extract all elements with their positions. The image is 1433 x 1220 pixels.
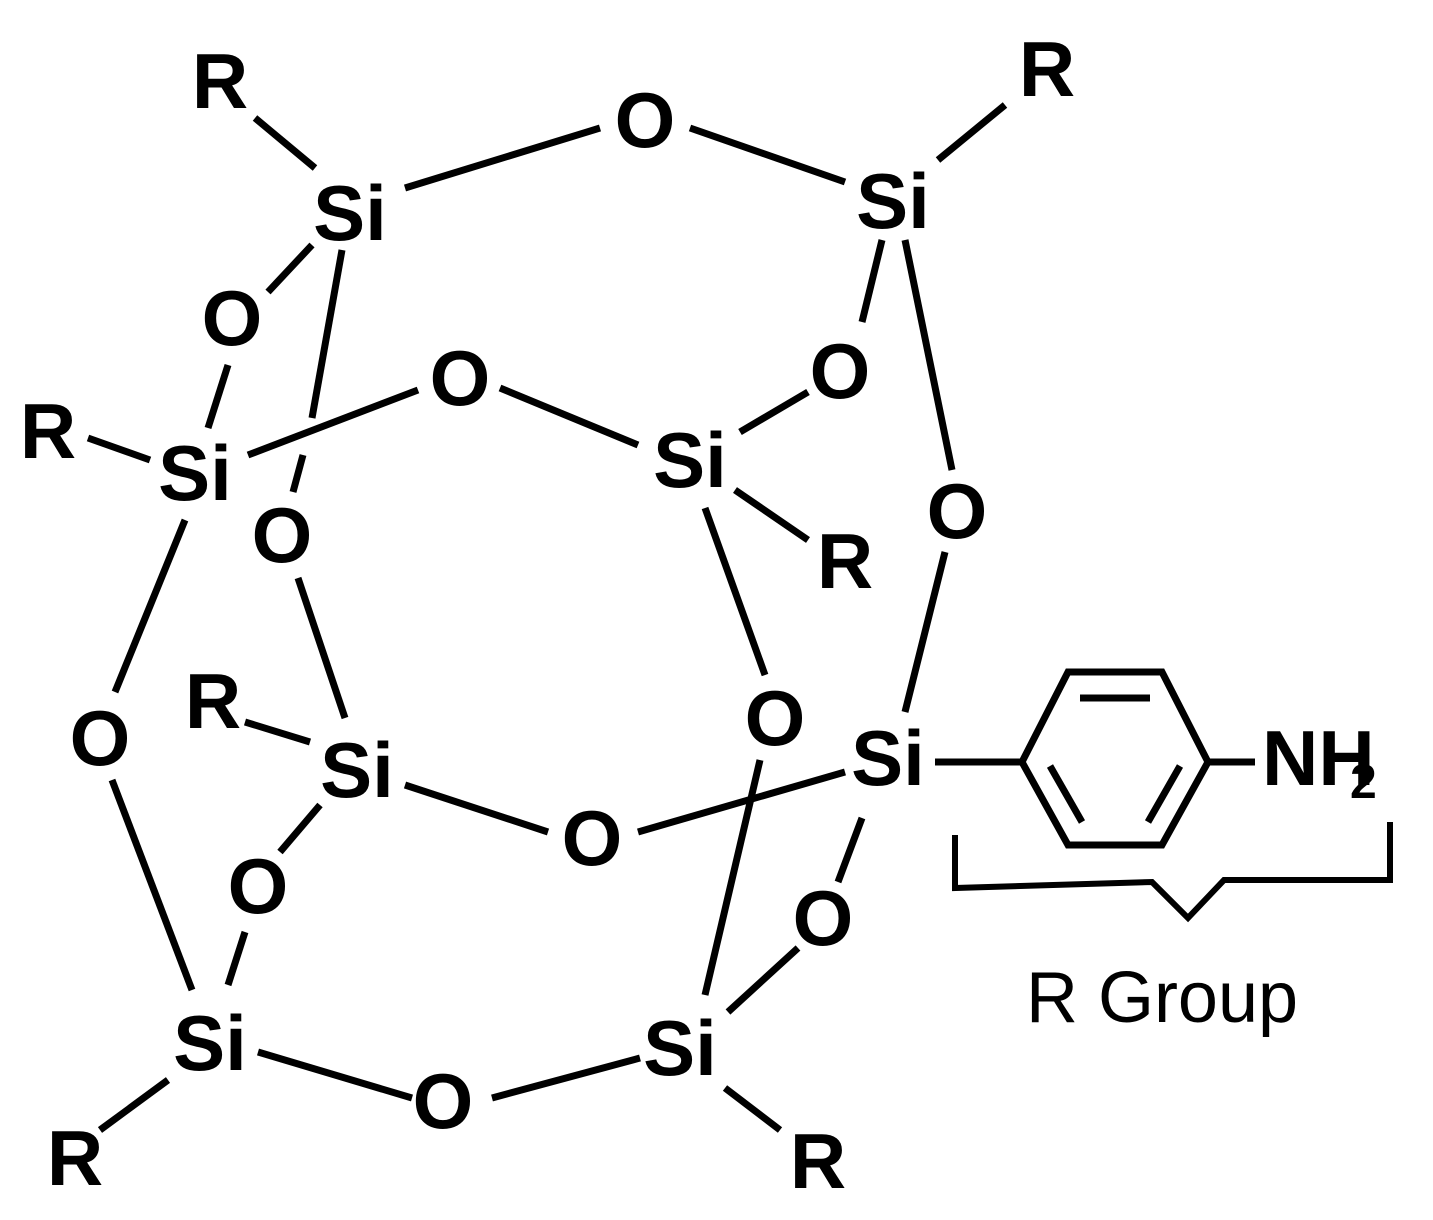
o-atom: O (810, 327, 871, 415)
bond (86, 434, 152, 464)
bond (858, 239, 886, 323)
si-atom: Si (158, 429, 232, 517)
r-atom: R (20, 387, 76, 475)
r-atom: R (817, 517, 873, 605)
bond (277, 802, 323, 855)
r-atom: R (790, 1117, 846, 1205)
bond (498, 384, 640, 449)
si-atom: Si (856, 157, 930, 245)
bond (725, 945, 801, 1015)
bond (403, 781, 550, 836)
bond (403, 124, 602, 192)
o-atom: O (413, 1057, 474, 1145)
bond (935, 102, 1008, 163)
bond (294, 576, 349, 720)
o-atom: O (793, 874, 854, 962)
si-atom: Si (851, 714, 925, 802)
o-atom: O (430, 334, 491, 422)
o-atom: O (615, 76, 676, 164)
o-atom: O (927, 467, 988, 555)
si-atom: Si (320, 726, 394, 814)
o-atom: O (252, 491, 313, 579)
si-atom: Si (653, 416, 727, 504)
bond (901, 551, 949, 713)
cage-bonds (86, 102, 1008, 1133)
bond (265, 242, 315, 295)
bond (97, 1077, 171, 1133)
aminophenyl-group (935, 668, 1255, 849)
bond (491, 1054, 641, 1102)
bond (733, 487, 810, 543)
r-atom: R (192, 37, 248, 125)
r-atom: R (47, 1114, 103, 1202)
o-atom: O (562, 794, 623, 882)
amine-subscript: 2 (1350, 756, 1377, 809)
bond (701, 759, 764, 996)
si-atom: Si (643, 1004, 717, 1092)
si-atom: Si (173, 999, 247, 1087)
ring-double-bond (1144, 764, 1184, 824)
bond (224, 930, 249, 987)
bond (111, 518, 189, 694)
bond (637, 768, 846, 836)
bond (289, 454, 307, 493)
r-group-bracket (952, 822, 1393, 923)
bond (252, 115, 318, 171)
bond (722, 1085, 783, 1133)
bond (243, 718, 312, 746)
bond (701, 506, 769, 677)
o-atom: O (228, 842, 289, 930)
bond (108, 778, 196, 992)
bond (204, 363, 232, 430)
bond (834, 816, 866, 884)
amine-label: NH 2 (1262, 714, 1377, 809)
bond (256, 1048, 414, 1102)
o-atom: O (202, 274, 263, 362)
bond (688, 124, 847, 186)
si-atom: Si (313, 169, 387, 257)
r-group-caption: R Group (1026, 958, 1298, 1038)
bond (246, 386, 420, 459)
ring-double-bond (1046, 764, 1086, 824)
atom-labels: Si Si Si Si Si Si Si Si O O O O O O O O … (20, 25, 1075, 1205)
r-atom: R (185, 657, 241, 745)
o-atom: O (70, 694, 131, 782)
bond (901, 239, 956, 471)
nh-atom: NH (1262, 714, 1375, 802)
o-atom: O (745, 674, 806, 762)
r-atom: R (1019, 25, 1075, 113)
bond (308, 249, 346, 419)
bond (738, 388, 810, 436)
